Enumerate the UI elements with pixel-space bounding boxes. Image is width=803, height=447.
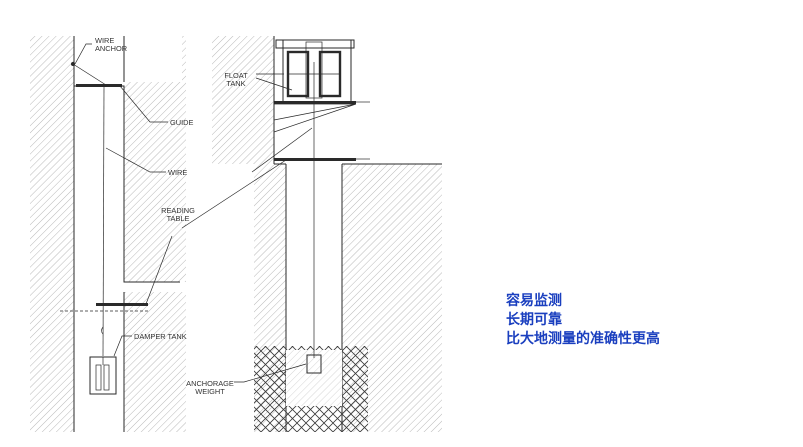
benefit-easy-monitoring: 容易监测 [506,293,562,309]
left-rock-hatch [30,36,74,432]
label-wire-anchor-1: WIRE [95,36,114,45]
label-damper-tank: DAMPER TANK [134,332,187,341]
label-anchorage-weight-1: ANCHORAGE [186,379,234,388]
wire-anchor-line [72,63,107,86]
leader-reading-table [145,235,173,305]
direct-pendulum: WIRE ANCHOR GUIDE WIRE READING TABLE DAM… [30,36,195,432]
label-anchorage-weight-2: WEIGHT [195,387,225,396]
inverted-pendulum: FLOAT TANK ANCHORAGE WEIGHT [181,36,442,432]
left-lower-wall-hatch [124,292,186,432]
leader-reading-left [181,159,287,229]
leader-float-tank [255,73,293,91]
leader-wire-right [251,127,313,173]
benefit-long-term-reliable: 长期可靠 [506,312,562,328]
label-reading-table-1: READING [161,206,195,215]
label-reading-table-2: TABLE [167,214,190,223]
wire-hook [101,326,104,335]
damper-tank [89,356,117,395]
leader-damper-tank [113,335,132,357]
pendulum-wire [102,86,105,357]
label-wire: WIRE [168,168,187,177]
benefits-list: 容易监测 长期可靠 比大地测量的准确性更高 [506,292,660,349]
reading-table-plate [96,303,148,306]
leader-guide [119,85,168,123]
lower-reading-table [274,158,356,161]
leader-wire-anchor [74,43,92,65]
label-float-tank-1: FLOAT [224,71,248,80]
label-float-tank-2: TANK [226,79,245,88]
anchorage-fill-hatch [286,350,342,406]
upper-wall-hatch [212,36,274,164]
label-wire-anchor-2: ANCHOR [95,44,127,53]
brace-lines [273,103,357,133]
upper-platform [274,101,356,104]
benefit-higher-accuracy: 比大地测量的准确性更高 [506,331,660,347]
right-ledge-blank [124,36,182,82]
leader-wire [105,147,166,173]
float-tank [275,39,355,103]
guide-plate [76,84,122,87]
leader-anchorage [234,363,307,383]
label-guide: GUIDE [170,118,193,127]
